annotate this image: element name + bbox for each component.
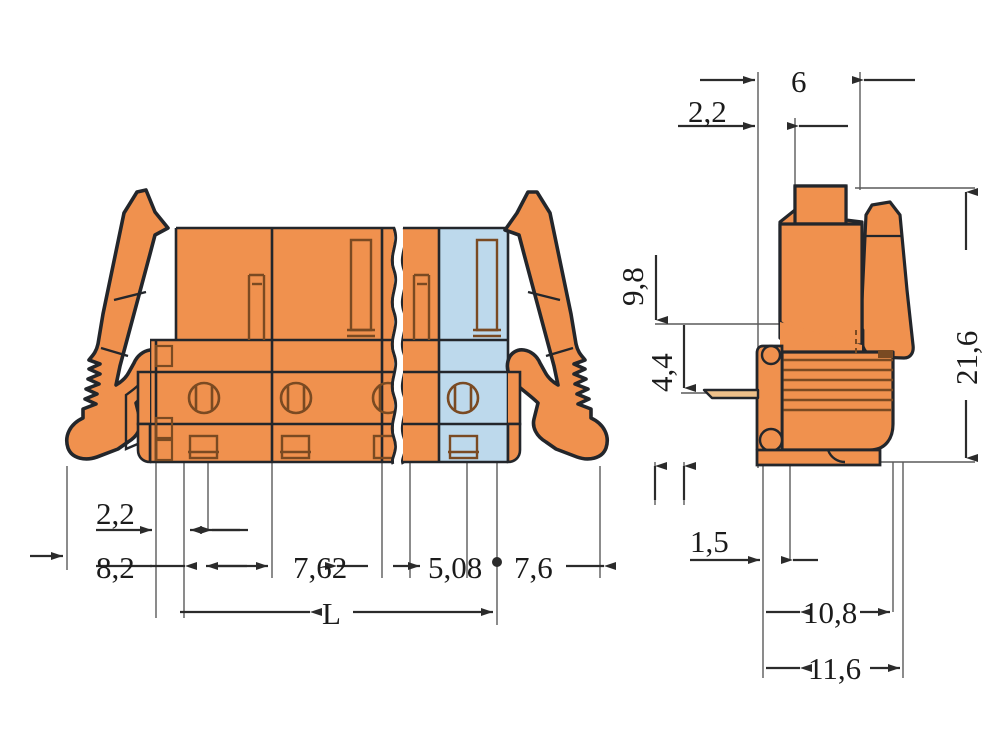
dim-front-2-2: 2,2 — [96, 496, 135, 531]
dim-side-21-6: 21,6 — [949, 331, 984, 385]
dim-side-9-8: 9,8 — [615, 267, 650, 306]
side-latch-arm — [860, 200, 915, 360]
left-body-flange — [136, 422, 152, 464]
break-line-left2 — [390, 227, 398, 465]
side-body-upper — [793, 184, 848, 226]
dim-side-11-6: 11,6 — [808, 651, 861, 686]
right-body-flange — [506, 422, 522, 464]
right-lever-crease — [527, 290, 561, 302]
side-flange-pivot-top — [760, 344, 782, 366]
front-round-hole-right — [446, 381, 480, 415]
front-body-left — [150, 226, 395, 464]
right-lever-crease-2 — [545, 346, 574, 358]
front-left-ear-slots — [154, 344, 174, 462]
dim-front-7-62: 7,62 — [293, 550, 347, 585]
dim-front-8-2: 8,2 — [96, 550, 135, 585]
front-square-holes-left — [188, 434, 395, 460]
dim-side-6: 6 — [791, 64, 807, 99]
dimension-lines-front — [30, 526, 616, 616]
left-lever-crease — [113, 290, 147, 302]
dim-side-1-5: 1,5 — [690, 524, 729, 559]
dim-front-5-08: 5,08 — [428, 550, 482, 585]
side-latch-shadow — [878, 350, 893, 358]
side-body-wedge — [780, 322, 862, 352]
side-base-notch — [826, 449, 846, 464]
front-round-holes-left — [187, 381, 395, 415]
dim-side-4-4: 4,4 — [644, 353, 679, 392]
dimension-lines-side — [653, 76, 978, 672]
front-body-right — [403, 226, 510, 464]
extension-lines-side — [654, 72, 975, 678]
dim-side-2-2: 2,2 — [688, 94, 727, 129]
front-slot-marks-left — [247, 238, 375, 340]
dim-side-10-8: 10,8 — [803, 595, 857, 630]
dim-5-08-center-dot — [492, 557, 502, 567]
left-body-hook — [136, 370, 150, 426]
dim-front-L: L — [322, 596, 341, 631]
left-lever-crease-2 — [100, 346, 129, 358]
front-view — [65, 188, 609, 465]
dim-front-7-6: 7,6 — [514, 550, 553, 585]
front-slot-marks-right — [412, 238, 501, 340]
right-lever — [503, 190, 609, 461]
front-body-upper-left — [176, 228, 395, 342]
front-square-hole-right — [448, 434, 479, 460]
side-view — [702, 184, 915, 467]
side-rib-lines — [782, 358, 893, 412]
side-base-plate — [755, 448, 882, 467]
side-solder-pin — [702, 388, 760, 400]
side-flange-pivot-bottom — [758, 427, 784, 453]
right-body-hook — [508, 370, 522, 426]
